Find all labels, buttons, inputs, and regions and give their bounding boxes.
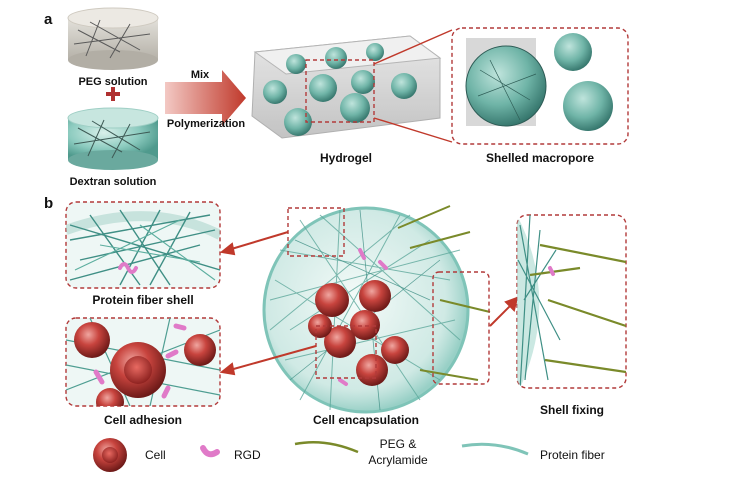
legend-protein-fiber-label: Protein fiber: [540, 448, 605, 462]
panel-b-letter: b: [44, 195, 53, 212]
callout-line-bottom: [373, 117, 453, 143]
adhesion-callout-box: [315, 325, 377, 379]
legend-rgd-swatch: [200, 445, 220, 458]
cell-adhesion-label: Cell adhesion: [104, 413, 182, 427]
shell-fixing-inset: [516, 214, 627, 389]
encapsulation-sphere: [262, 205, 491, 414]
plus-icon: [106, 87, 120, 101]
adhesion-contents: [66, 318, 220, 406]
peg-solution-label: PEG solution: [78, 76, 147, 88]
legend-cell-label: Cell: [145, 448, 166, 462]
callout-line-top: [373, 29, 453, 65]
cell-encapsulation-label: Cell encapsulation: [313, 413, 419, 427]
panel-a-letter: a: [44, 11, 53, 28]
hydrogel-slab: [251, 35, 442, 139]
legend-rgd-label: RGD: [234, 448, 261, 462]
shell-fixing-label: Shell fixing: [540, 403, 604, 417]
fixing-callout-box: [432, 271, 490, 385]
callout-arrows: [219, 231, 519, 376]
peg-solution-cylinder: [67, 7, 159, 70]
macropore-spheres: [465, 33, 613, 131]
legend-peg-swatch: [294, 440, 359, 454]
legend-peg-label-line2: Acrylamide: [368, 453, 428, 467]
legend-peg-label-line1: PEG &: [380, 437, 417, 451]
hydrogel-label: Hydrogel: [320, 151, 372, 165]
legend-protein-fiber-swatch: [461, 442, 529, 456]
mix-label: Mix: [191, 69, 210, 81]
dextran-solution-label: Dextran solution: [70, 176, 157, 188]
polymerization-label: Polymerization: [167, 118, 246, 130]
shelled-macropore-label: Shelled macropore: [486, 151, 594, 165]
fixing-contents: [517, 215, 626, 388]
hydrogel-callout-box: [305, 59, 375, 123]
mix-arrow: [165, 70, 246, 126]
legend-cell-swatch: [93, 438, 127, 472]
shell-fibers: [66, 209, 220, 286]
protein-fiber-shell-label: Protein fiber shell: [92, 293, 193, 307]
dextran-solution-cylinder: [67, 107, 159, 170]
